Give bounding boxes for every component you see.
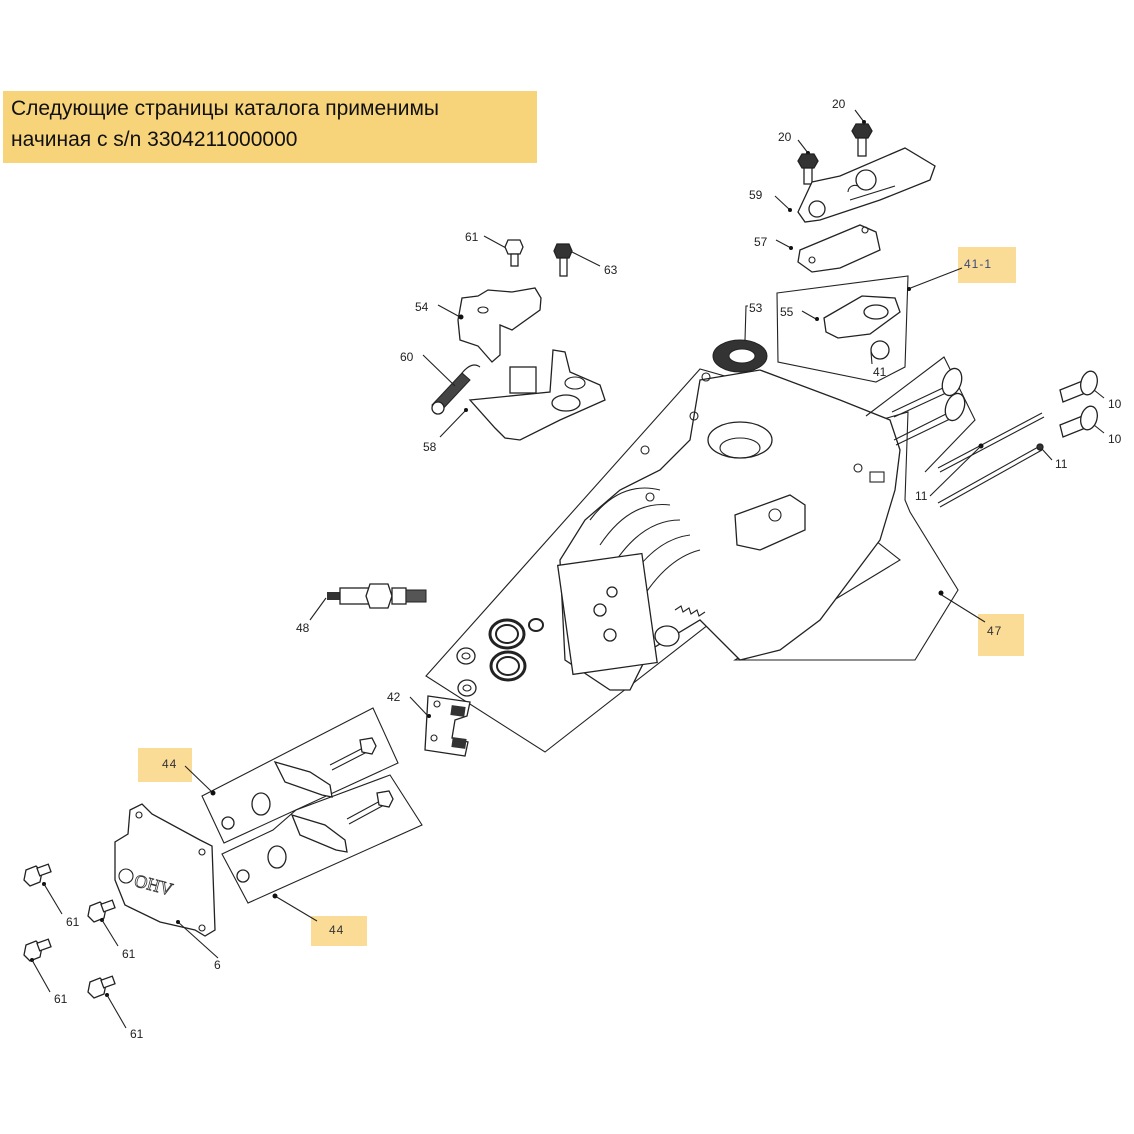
callout-48: 48 [296,621,310,635]
push-rod-11-lower[interactable] [937,443,1053,508]
callout-44-top: 44 [162,757,178,771]
valve-intake[interactable] [891,366,965,418]
notice-line-1: Следующие страницы каталога применимы [11,97,439,120]
valve-lifter-10-upper[interactable] [1059,369,1105,403]
callout-44-bottom-highlight[interactable]: 44 [311,916,367,946]
callout-41: 41 [873,365,887,379]
callout-47: 47 [987,624,1003,638]
callout-10-lower: 10 [1108,432,1122,446]
spark-plug-48[interactable] [309,583,427,621]
callout-59: 59 [749,188,763,202]
callout-61-top: 61 [465,230,479,244]
callout-61-b: 61 [122,947,136,961]
bolt-61-c[interactable] [23,938,52,993]
callout-58: 58 [423,440,437,454]
callout-41-1-highlight[interactable]: 41-1 [958,247,1016,283]
callout-42: 42 [387,690,401,704]
oil-seal-53[interactable] [712,305,768,373]
spring-60[interactable] [422,354,481,415]
crankcase-body[interactable] [556,369,901,691]
bolt-63[interactable] [553,243,601,277]
kit-41-1-outline[interactable] [776,267,963,383]
bolt-61-top[interactable] [483,235,524,267]
callout-20-right: 20 [832,97,846,111]
plate-54[interactable] [437,287,542,363]
spring-retainer-upper[interactable] [456,647,476,665]
callout-44-top-highlight[interactable]: 44 [138,748,192,782]
callout-10-upper: 10 [1108,397,1122,411]
callout-20-left: 20 [778,130,792,144]
callout-6: 6 [214,958,221,972]
bolt-61-b[interactable] [87,899,119,947]
callout-61-d: 61 [130,1027,144,1041]
bolt-61-a[interactable] [23,863,63,915]
valve-lifter-10-lower[interactable] [1059,404,1105,438]
rocker-arm-kit-44-upper[interactable] [184,707,399,844]
callout-63: 63 [604,263,618,277]
plug-41[interactable] [870,340,890,365]
gasket-55[interactable] [801,295,901,339]
callout-60: 60 [400,350,414,364]
gasket-57[interactable] [775,224,881,273]
spring-retainer-lower[interactable] [457,679,477,697]
valve-spring-upper[interactable] [488,618,526,650]
valve-cover-6[interactable]: OHV [114,803,219,959]
governor-plate-58[interactable] [439,349,606,441]
valve-spring-lower[interactable] [489,650,527,682]
rocker-arm-kit-44-lower[interactable] [221,774,423,922]
callout-47-highlight[interactable]: 47 [978,614,1024,656]
callout-41-1: 41-1 [964,257,993,271]
serial-number-notice: Следующие страницы каталога применимы на… [3,91,537,163]
callout-11-right: 11 [1055,457,1068,471]
callout-53: 53 [749,301,763,315]
callout-44-bottom: 44 [329,923,345,937]
bolt-20-right[interactable] [851,109,873,157]
plate-42[interactable] [409,695,471,757]
valve-seal[interactable] [528,618,544,632]
callout-54: 54 [415,300,429,314]
callout-55: 55 [780,305,794,319]
callout-11-left-leader [929,445,982,497]
callout-11-left: 11 [915,489,928,503]
notice-line-2: начиная с s/n 3304211000000 [11,128,298,151]
callout-61-a: 61 [66,915,80,929]
callout-61-c: 61 [54,992,68,1006]
bolt-61-d[interactable] [87,975,127,1029]
bracket-59[interactable] [774,147,936,223]
bolt-20-left[interactable] [797,139,819,185]
valve-exhaust[interactable] [893,391,968,446]
callout-57: 57 [754,235,768,249]
